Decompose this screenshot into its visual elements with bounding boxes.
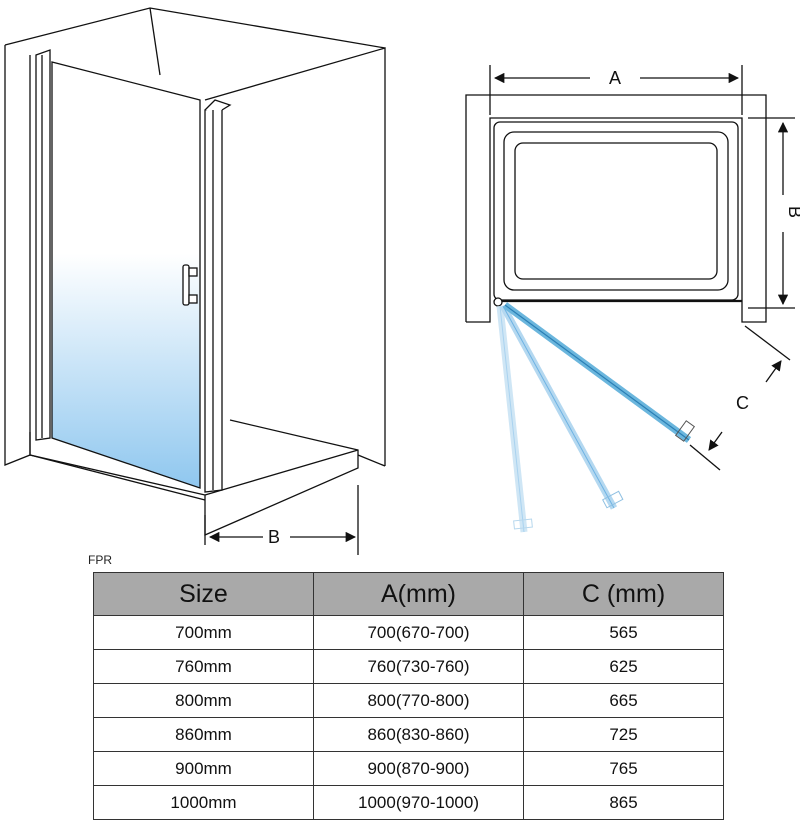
table-row: 1000mm 1000(970-1000) 865 — [93, 785, 724, 820]
label-c: C — [736, 393, 749, 413]
shower-door-diagram: B A B — [4, 7, 800, 555]
cell-c: 725 — [523, 717, 724, 752]
door-handle — [182, 264, 198, 306]
table-row: 860mm 860(830-860) 725 — [93, 717, 724, 752]
header-a: A(mm) — [313, 572, 524, 616]
cell-a: 860(830-860) — [313, 717, 524, 752]
header-c: C (mm) — [523, 572, 724, 616]
cell-size: 900mm — [93, 751, 314, 786]
cell-size: 860mm — [93, 717, 314, 752]
cell-c: 565 — [523, 615, 724, 650]
cell-c: 625 — [523, 649, 724, 684]
cell-a: 900(870-900) — [313, 751, 524, 786]
cell-size: 700mm — [93, 615, 314, 650]
right-wall — [204, 47, 386, 466]
table-row: 900mm 900(870-900) 765 — [93, 751, 724, 786]
dimension-b-perspective — [204, 485, 359, 555]
size-table: Size A(mm) C (mm) 700mm 700(670-700) 565… — [93, 572, 724, 820]
cell-a: 1000(970-1000) — [313, 785, 524, 820]
cell-c: 665 — [523, 683, 724, 718]
header-size: Size — [93, 572, 314, 616]
hinge-profile — [35, 49, 51, 441]
plan-walls — [465, 94, 767, 323]
hinge-pivot — [493, 297, 503, 307]
cell-a: 800(770-800) — [313, 683, 524, 718]
table-row: 800mm 800(770-800) 665 — [93, 683, 724, 718]
label-b-perspective: B — [268, 527, 280, 547]
cell-size: 800mm — [93, 683, 314, 718]
cell-size: 760mm — [93, 649, 314, 684]
dimension-a — [489, 65, 743, 115]
table-row: 700mm 700(670-700) 565 — [93, 615, 724, 650]
dimension-c — [689, 325, 791, 471]
cell-c: 765 — [523, 751, 724, 786]
plan-tray — [493, 121, 739, 301]
dimension-b-plan — [748, 117, 795, 309]
cell-a: 700(670-700) — [313, 615, 524, 650]
door-swing — [496, 302, 696, 533]
label-b-plan: B — [785, 206, 800, 218]
door-glass — [51, 61, 201, 489]
back-wall-top — [4, 7, 386, 49]
left-wall — [4, 45, 31, 466]
perspective-view — [4, 7, 386, 536]
plan-view — [465, 94, 767, 323]
table-row: 760mm 760(730-760) 625 — [93, 649, 724, 684]
cell-c: 865 — [523, 785, 724, 820]
cell-a: 760(730-760) — [313, 649, 524, 684]
label-a: A — [609, 68, 621, 88]
model-label: FPR — [88, 553, 112, 567]
table-header-row: Size A(mm) C (mm) — [93, 572, 724, 616]
cell-size: 1000mm — [93, 785, 314, 820]
